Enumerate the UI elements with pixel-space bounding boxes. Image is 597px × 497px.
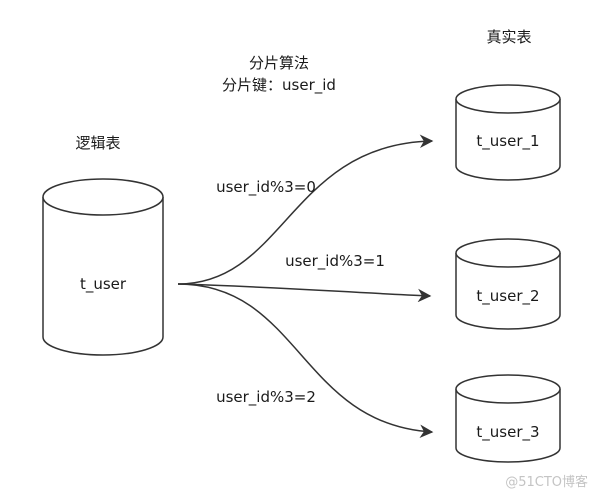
algorithm-title: 分片算法 bbox=[249, 54, 309, 72]
physical-table-cylinder-2: t_user_2 bbox=[455, 238, 561, 330]
physical-table-cylinder-1: t_user_1 bbox=[455, 84, 561, 181]
route-arrow-2 bbox=[177, 283, 434, 438]
logical-table-label: 逻辑表 bbox=[75, 134, 120, 152]
shard-key-label: 分片键：user_id bbox=[222, 76, 336, 95]
physical-table-cylinder-3: t_user_3 bbox=[455, 374, 561, 463]
physical-table-name-1: t_user_1 bbox=[476, 132, 539, 151]
route-rule-2: user_id%3=2 bbox=[216, 388, 316, 407]
route-rule-0: user_id%3=0 bbox=[216, 178, 316, 197]
route-arrow-0 bbox=[177, 134, 434, 285]
watermark-text: @51CTO博客 bbox=[505, 474, 588, 490]
physical-table-name-2: t_user_2 bbox=[476, 287, 539, 306]
logical-table-name: t_user bbox=[80, 275, 127, 294]
logical-table-cylinder: t_user bbox=[42, 178, 164, 356]
route-rule-1: user_id%3=1 bbox=[285, 252, 385, 271]
physical-table-name-3: t_user_3 bbox=[476, 423, 539, 442]
route-arrow-1 bbox=[177, 283, 432, 303]
physical-table-label: 真实表 bbox=[486, 28, 531, 46]
